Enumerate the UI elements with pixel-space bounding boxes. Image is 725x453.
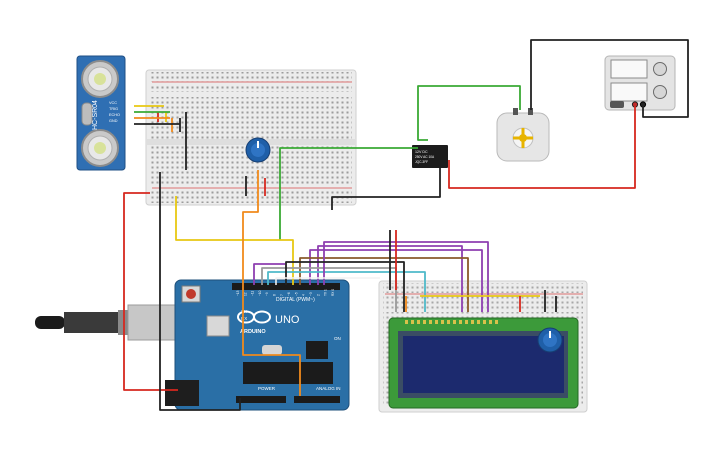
reset-button[interactable] — [181, 285, 201, 303]
rx-label: RX — [241, 316, 247, 321]
sensor-pin-label: TRIG — [109, 107, 118, 111]
lcd-pin[interactable] — [423, 320, 426, 324]
lcd-screen — [403, 336, 564, 393]
power-supply[interactable] — [604, 55, 676, 111]
digital-pin-label: ~10 — [258, 290, 262, 296]
analog-label: ANALOG IN — [316, 386, 341, 391]
black-wire[interactable] — [285, 261, 405, 312]
digital-pin-label: 7 — [280, 294, 284, 296]
lcd-pin[interactable] — [405, 320, 408, 324]
digital-pin-label: 4 — [302, 294, 306, 296]
digital-pin-label: 2 — [316, 294, 320, 296]
arduino-logo: ARDUINO — [237, 310, 271, 335]
white-wire[interactable] — [275, 277, 380, 285]
digital-pin-label: 8 — [273, 294, 277, 296]
purple-wire[interactable] — [253, 263, 285, 285]
digital-pin-label: 12 — [243, 292, 247, 296]
lcd-pin[interactable] — [435, 320, 438, 324]
digital-pin-label: ~9 — [265, 292, 269, 296]
lcd-pin[interactable] — [489, 320, 492, 324]
digital-header-label: DIGITAL (PWM~) — [276, 297, 315, 303]
lcd-pin[interactable] — [417, 320, 420, 324]
relay-label-3: JQC-3FF — [415, 160, 428, 164]
on-label: ON — [334, 336, 341, 341]
sensor-model-label: HC-SR04 — [92, 100, 99, 130]
black-wire[interactable] — [159, 172, 241, 411]
red-wire[interactable] — [123, 192, 178, 391]
purple-wire[interactable] — [323, 241, 489, 312]
potentiometer-lcd[interactable] — [537, 327, 563, 353]
black-wire[interactable] — [331, 168, 441, 210]
lcd-pin[interactable] — [477, 320, 480, 324]
sensor-pin-label: ECHO — [109, 113, 120, 117]
analog-header[interactable] — [294, 396, 340, 403]
potentiometer-main[interactable] — [245, 137, 271, 163]
dc-motor[interactable] — [496, 108, 550, 162]
digital-pin-label: TX 1 — [324, 289, 328, 296]
arduino-logo-text: ARDUINO — [240, 329, 266, 335]
orange-wire[interactable] — [242, 170, 301, 396]
digital-pin-label: ~13 — [236, 290, 240, 296]
digital-pin-label: ~6 — [287, 292, 291, 296]
lcd-pin[interactable] — [495, 320, 498, 324]
lcd-pin[interactable] — [471, 320, 474, 324]
relay[interactable]: 12V DC 250V AC 10A JQC-3FF — [412, 145, 448, 168]
lcd-pin[interactable] — [447, 320, 450, 324]
digital-pin-label: ~5 — [294, 292, 298, 296]
green-wire[interactable] — [279, 147, 418, 240]
relay-label-1: 12V DC — [415, 150, 428, 154]
black-wire[interactable] — [530, 39, 689, 118]
cyan-wire[interactable] — [267, 271, 426, 312]
digital-pin-label: ~11 — [251, 291, 255, 296]
main-breadboard — [145, 69, 357, 206]
ultrasonic-sensor[interactable]: HC-SR04 VCC TRIG ECHO GND — [76, 55, 126, 171]
motor-shaft-icon — [513, 128, 533, 148]
red-wire[interactable] — [448, 106, 636, 189]
lcd-pin-row — [405, 320, 498, 324]
green-wire[interactable] — [417, 85, 521, 141]
sensor-pin-label: VCC — [109, 101, 117, 105]
lcd-display[interactable] — [388, 317, 579, 409]
digital-header[interactable] — [232, 283, 340, 290]
lcd-pin[interactable] — [441, 320, 444, 324]
lcd-pin[interactable] — [465, 320, 468, 324]
power-label: POWER — [258, 386, 276, 391]
lcd-pin[interactable] — [411, 320, 414, 324]
board-name: UNO — [275, 314, 300, 326]
lcd-pin[interactable] — [459, 320, 462, 324]
digital-pin-label: ~3 — [309, 292, 313, 296]
relay-label-2: 250V AC 10A — [415, 155, 435, 159]
arduino-uno[interactable]: DIGITAL (PWM~) ARDUINO UNO POWER ANALOG … — [35, 279, 350, 411]
lcd-pin[interactable] — [453, 320, 456, 324]
lcd-pin[interactable] — [483, 320, 486, 324]
atmega-chip — [243, 362, 333, 384]
wires — [123, 39, 689, 411]
power-header[interactable] — [236, 396, 286, 403]
usb-cable[interactable] — [35, 304, 177, 341]
digital-pin-label: RX 0 — [331, 289, 335, 296]
sensor-pin-label: GND — [109, 119, 118, 123]
lcd-pin[interactable] — [429, 320, 432, 324]
